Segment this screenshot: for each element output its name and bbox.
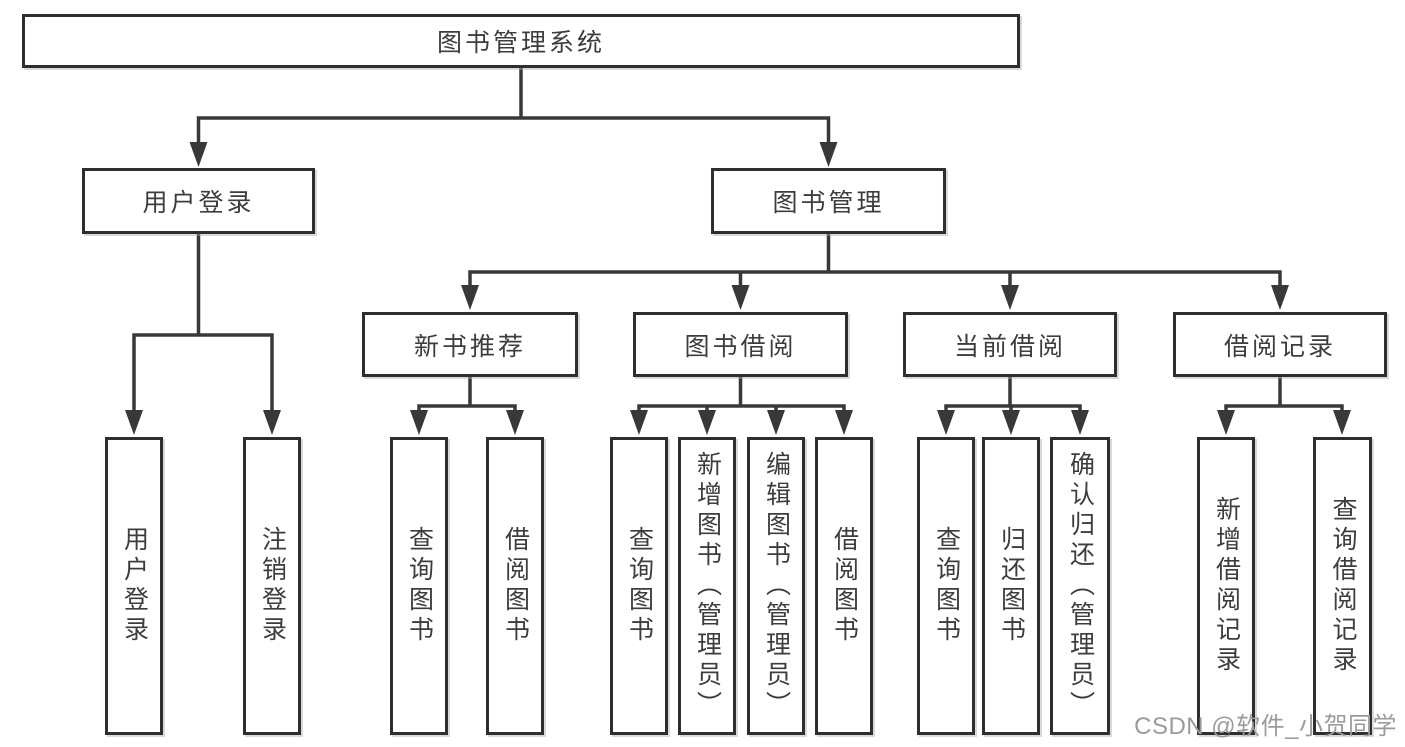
leaf-query-borrow-record: 查询借阅记录 — [1313, 437, 1372, 735]
leaf-query-book-2-label: 查询图书 — [625, 526, 654, 646]
connector-borrow-record-split — [1224, 375, 1344, 416]
node-current-borrow: 当前借阅 — [903, 312, 1117, 377]
connector-book-management-split — [468, 232, 1282, 291]
node-user-login: 用户登录 — [82, 168, 315, 234]
leaf-logout-label: 注销登录 — [258, 526, 287, 646]
leaf-return-book-label: 归还图书 — [997, 526, 1026, 646]
leaf-add-borrow-record: 新增借阅记录 — [1197, 437, 1255, 735]
connector-new-book-split — [417, 375, 517, 416]
node-borrow-record-label: 借阅记录 — [1223, 332, 1336, 361]
node-book-management-label: 图书管理 — [772, 189, 885, 217]
leaf-add-borrow-record-label: 新增借阅记录 — [1212, 496, 1241, 676]
leaf-query-book-3-label: 查询图书 — [932, 526, 961, 646]
node-borrow-record: 借阅记录 — [1173, 312, 1387, 377]
leaf-user-login: 用户登录 — [105, 437, 163, 735]
node-book-borrow: 图书借阅 — [633, 312, 848, 377]
leaf-edit-book-admin-label: 编辑图书（管理员） — [762, 451, 791, 721]
leaf-borrow-book-1-label: 借阅图书 — [501, 526, 530, 646]
leaf-add-book-admin-label: 新增图书（管理员） — [693, 451, 722, 721]
connector-book-borrow-split — [637, 375, 846, 416]
leaf-query-borrow-record-label: 查询借阅记录 — [1329, 496, 1357, 676]
leaf-user-login-label: 用户登录 — [120, 526, 149, 646]
node-current-borrow-label: 当前借阅 — [953, 332, 1066, 361]
csdn-watermark: CSDN @软件_小贺同学 — [1134, 713, 1397, 740]
node-new-book-recommend: 新书推荐 — [362, 312, 578, 377]
arrowheads — [125, 142, 1351, 435]
leaf-query-book-2: 查询图书 — [610, 437, 668, 735]
connector-user-login-split — [132, 232, 274, 416]
leaf-query-book-1-label: 查询图书 — [405, 526, 434, 646]
leaf-return-book: 归还图书 — [982, 437, 1040, 735]
leaf-confirm-return-admin: 确认归还（管理员） — [1050, 437, 1110, 735]
leaf-edit-book-admin: 编辑图书（管理员） — [747, 437, 805, 735]
node-new-book-recommend-label: 新书推荐 — [413, 332, 526, 361]
node-book-management: 图书管理 — [711, 168, 946, 234]
node-root-label: 图书管理系统 — [436, 29, 605, 57]
node-user-login-label: 用户登录 — [142, 189, 255, 217]
leaf-add-book-admin: 新增图书（管理员） — [678, 437, 736, 735]
leaf-borrow-book-2-label: 借阅图书 — [830, 526, 859, 646]
leaf-logout: 注销登录 — [243, 437, 301, 735]
leaf-borrow-book-2: 借阅图书 — [815, 437, 873, 735]
connector-root-split — [196, 66, 831, 147]
leaf-query-book-1: 查询图书 — [390, 437, 448, 735]
leaf-borrow-book-1: 借阅图书 — [486, 437, 544, 735]
leaf-query-book-3: 查询图书 — [917, 437, 975, 735]
leaf-confirm-return-admin-label: 确认归还（管理员） — [1066, 451, 1095, 721]
node-book-borrow-label: 图书借阅 — [684, 332, 797, 361]
node-root: 图书管理系统 — [22, 14, 1020, 68]
connector-current-borrow-split — [944, 375, 1082, 416]
